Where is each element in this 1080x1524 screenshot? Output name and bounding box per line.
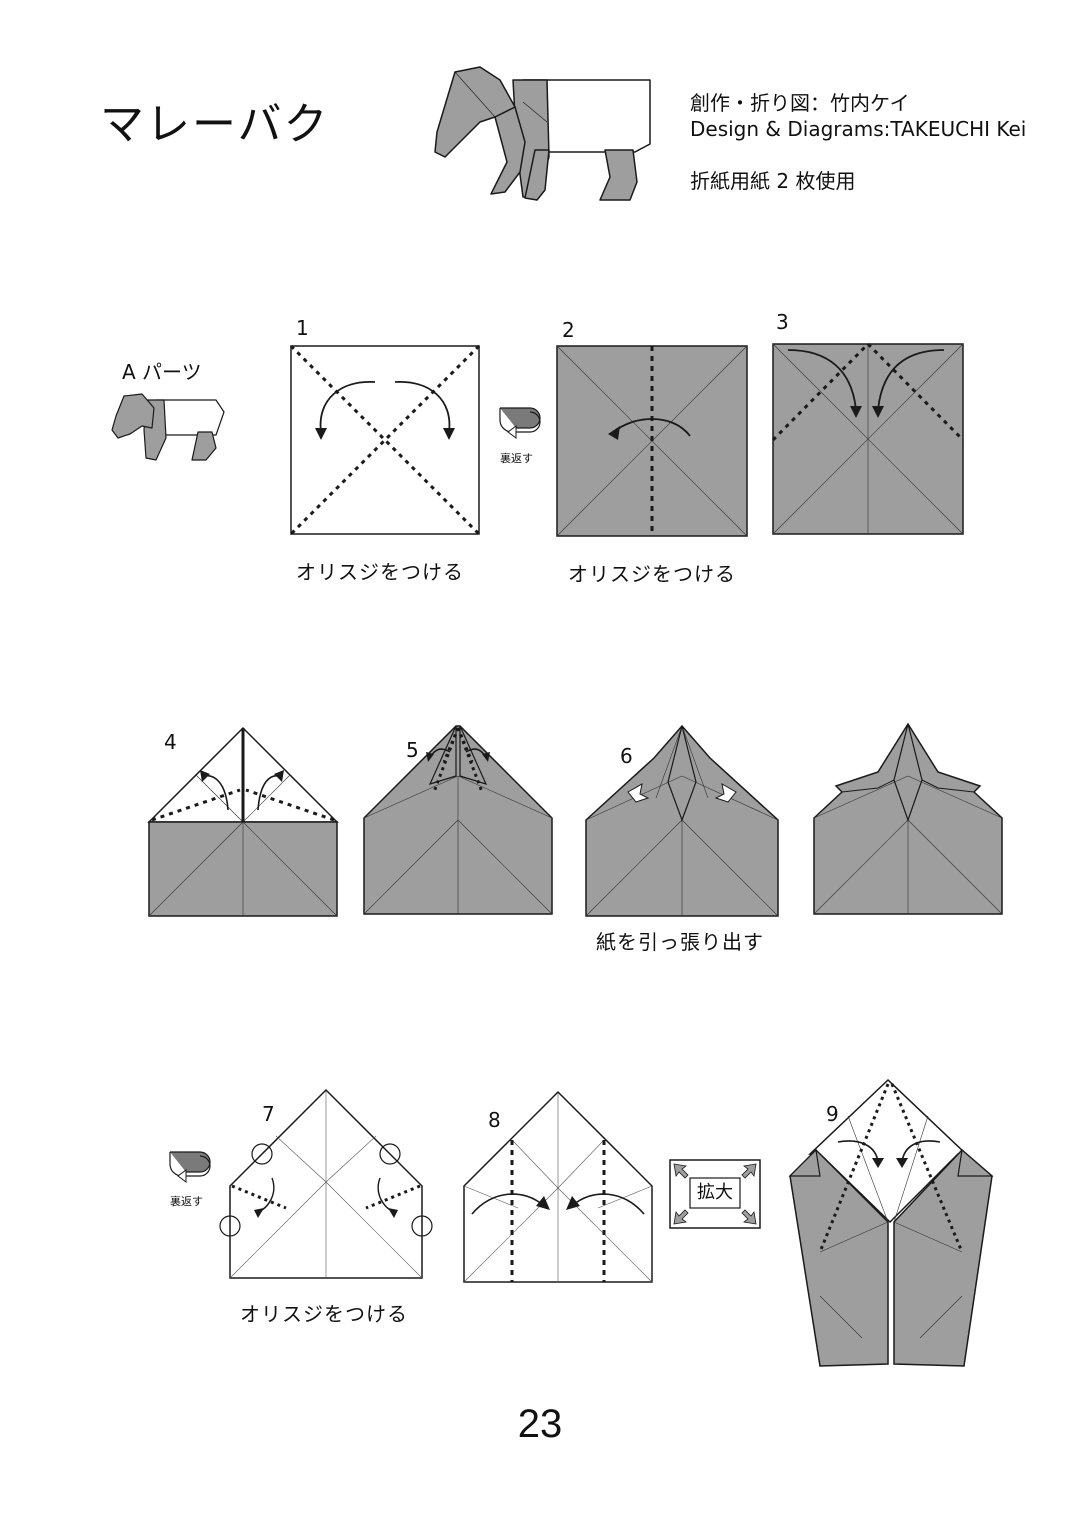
step-4-diagram bbox=[147, 726, 339, 917]
step-1-diagram bbox=[289, 344, 481, 536]
step-6-number: 6 bbox=[620, 744, 633, 768]
step-2-caption: オリスジをつける bbox=[568, 562, 736, 586]
step-4-number: 4 bbox=[164, 730, 177, 754]
page-title: マレーバク bbox=[100, 99, 330, 150]
step-8-diagram bbox=[463, 1090, 653, 1283]
credit-paper: 折紙用紙 2 枚使用 bbox=[690, 169, 856, 193]
part-a-illustration bbox=[111, 393, 225, 461]
flip-label: 裏返す bbox=[500, 452, 533, 465]
step-2-diagram bbox=[556, 345, 748, 537]
step-6-diagram bbox=[585, 724, 779, 917]
credit-design: Design & Diagrams:TAKEUCHI Kei bbox=[690, 117, 1027, 141]
flip-icon bbox=[499, 407, 541, 439]
step-9-diagram bbox=[788, 1078, 994, 1367]
step-7-diagram bbox=[219, 1088, 433, 1279]
enlarge-label: 拡大 bbox=[697, 1182, 733, 1203]
step-1-caption: オリスジをつける bbox=[296, 560, 464, 584]
step-5-diagram bbox=[363, 725, 553, 915]
step-6-caption: 紙を引っ張り出す bbox=[596, 930, 764, 954]
flip-label-2: 裏返す bbox=[170, 1195, 203, 1208]
step-5-number: 5 bbox=[406, 738, 419, 762]
page-number: 23 bbox=[517, 1402, 563, 1446]
step-7-number: 7 bbox=[262, 1102, 275, 1126]
part-label: A パーツ bbox=[122, 360, 202, 384]
step-6-result-diagram bbox=[813, 722, 1003, 915]
step-3-number: 3 bbox=[776, 310, 789, 334]
step-3-diagram bbox=[771, 342, 965, 535]
tapir-finished-illustration bbox=[434, 66, 651, 201]
step-7-caption: オリスジをつける bbox=[240, 1302, 408, 1326]
step-8-number: 8 bbox=[488, 1108, 501, 1132]
step-9-number: 9 bbox=[826, 1102, 839, 1126]
credit-author: 創作・折り図：竹内ケイ bbox=[690, 91, 910, 115]
flip-icon-2 bbox=[169, 1151, 211, 1183]
enlarge-icon bbox=[669, 1159, 761, 1229]
step-2-number: 2 bbox=[562, 318, 575, 342]
step-1-number: 1 bbox=[296, 316, 309, 340]
